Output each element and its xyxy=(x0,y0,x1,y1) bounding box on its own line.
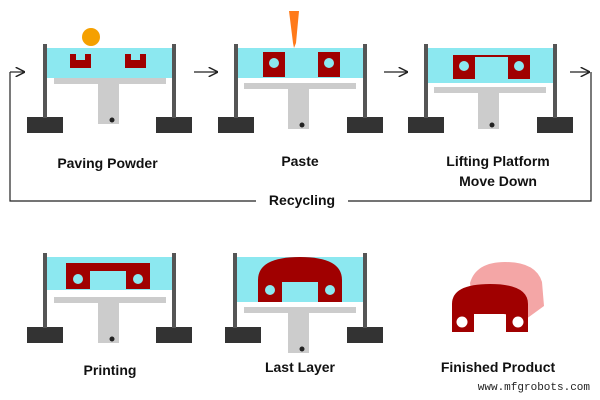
part-layer-line xyxy=(453,55,530,57)
base-left xyxy=(27,117,63,133)
station-last-layer xyxy=(225,253,383,353)
powder-tank xyxy=(47,48,172,78)
post-left xyxy=(43,44,47,118)
rod-pin xyxy=(299,122,305,128)
part-block-right xyxy=(125,54,146,68)
base-right xyxy=(347,327,383,343)
finished-product xyxy=(452,262,544,332)
rod-pin xyxy=(299,346,305,352)
base-left xyxy=(218,117,254,133)
product-hole-left xyxy=(456,316,468,328)
platform xyxy=(244,307,356,313)
post-right xyxy=(553,44,557,118)
piston-rod xyxy=(98,303,119,343)
base-right xyxy=(156,117,192,133)
part-hole-left xyxy=(459,61,469,71)
part-hole-right xyxy=(133,274,143,284)
post-left xyxy=(43,253,47,328)
base-left xyxy=(27,327,63,343)
post-right xyxy=(363,253,367,328)
step-label-printing: Printing xyxy=(83,362,137,378)
step-label-lifting-platform: Lifting Platform Move Down xyxy=(418,151,578,191)
station-lifting-platform xyxy=(408,44,573,133)
platform xyxy=(434,87,546,93)
recycle-label: Recycling xyxy=(256,192,348,208)
platform xyxy=(54,78,166,84)
powder-tank xyxy=(47,257,172,290)
piston-rod xyxy=(98,84,119,124)
watermark: www.mfgrobots.com xyxy=(477,382,590,394)
laser-beam xyxy=(289,11,299,48)
step-label-paste: Paste xyxy=(281,153,319,169)
station-paste xyxy=(218,11,383,133)
part-hole-right xyxy=(514,61,524,71)
post-left xyxy=(424,44,428,118)
post-right xyxy=(172,44,176,118)
base-left xyxy=(225,327,261,343)
post-left xyxy=(233,253,237,328)
part-hole-right xyxy=(324,58,334,68)
piston-rod xyxy=(288,89,309,129)
step-label-last-layer: Last Layer xyxy=(264,359,336,375)
step-label-lifting-platform-line2: Move Down xyxy=(459,173,537,189)
rod-pin xyxy=(109,336,115,342)
part-hole-left xyxy=(265,285,275,295)
part-hole-right xyxy=(325,285,335,295)
platform xyxy=(244,83,356,89)
step-label-finished-product: Finished Product xyxy=(440,359,556,375)
part-arch xyxy=(258,257,342,302)
part-hole-right xyxy=(131,54,140,60)
rod-pin xyxy=(109,117,115,123)
platform xyxy=(54,297,166,303)
part-hole-left xyxy=(269,58,279,68)
base-left xyxy=(408,117,444,133)
base-right xyxy=(156,327,192,343)
base-right xyxy=(537,117,573,133)
part-top-bar xyxy=(66,263,150,271)
step-label-paving-powder: Paving Powder xyxy=(57,155,158,171)
piston-rod xyxy=(288,313,309,353)
post-left xyxy=(234,44,238,118)
step-label-lifting-platform-line1: Lifting Platform xyxy=(446,153,550,169)
post-right xyxy=(363,44,367,118)
station-printing xyxy=(27,253,192,343)
product-hole-right xyxy=(512,316,524,328)
rod-pin xyxy=(489,122,495,128)
base-right xyxy=(347,117,383,133)
part-hole-left xyxy=(73,274,83,284)
piston-rod xyxy=(478,93,499,129)
powder-tank xyxy=(428,48,553,83)
powder-ball xyxy=(82,28,100,46)
part-hole-left xyxy=(76,54,85,60)
post-right xyxy=(172,253,176,328)
powder-tank xyxy=(238,48,363,78)
product-front-face xyxy=(452,284,528,332)
station-paving-powder xyxy=(27,28,192,133)
part-block-left xyxy=(70,54,91,68)
